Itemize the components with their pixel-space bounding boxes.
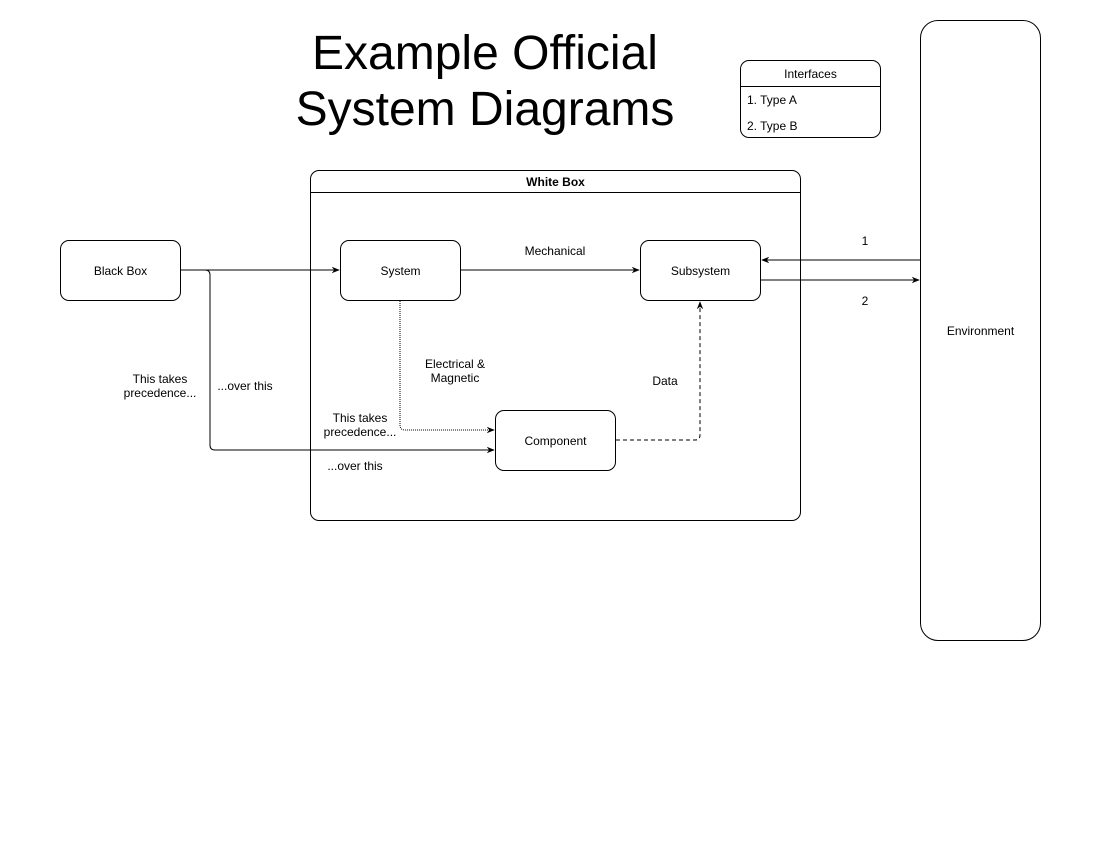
edge-data[interactable] [616, 301, 704, 441]
label-precedence-outer-line-2: precedence... [123, 386, 197, 400]
component-node[interactable]: Component [495, 410, 616, 471]
label-over-outer: ...over this [217, 379, 273, 393]
interfaces-legend-item-type-a: 1. Type A [747, 93, 797, 107]
environment-node[interactable]: Environment [920, 20, 1041, 641]
diagram-title-line-2: System Diagrams [295, 83, 675, 136]
label-electrical-line-2: Magnetic [430, 371, 480, 385]
edge-electrical-magnetic[interactable] [399, 301, 495, 434]
label-data: Data [652, 374, 678, 388]
system-node[interactable]: System [340, 240, 461, 301]
subsystem-node[interactable]: Subsystem [640, 240, 761, 301]
interfaces-legend-title: Interfaces [741, 61, 880, 87]
label-precedence-outer: This takes precedence... [110, 372, 210, 400]
label-electrical-magnetic: Electrical & Magnetic [405, 357, 505, 385]
label-electrical-line-1: Electrical & [424, 357, 486, 371]
label-precedence-outer-line-1: This takes [132, 372, 188, 386]
white-box-header: White Box [311, 171, 800, 193]
label-precedence-inner-line-2: precedence... [323, 425, 397, 439]
diagram-title: Example Official System Diagrams [250, 26, 720, 138]
diagram-title-line-1: Example Official [312, 27, 658, 80]
interfaces-legend-item-type-b: 2. Type B [747, 119, 798, 133]
edge-black-box-to-component[interactable] [181, 269, 495, 454]
label-mechanical: Mechanical [524, 244, 586, 258]
label-precedence-inner-line-1: This takes [332, 411, 388, 425]
black-box-node[interactable]: Black Box [60, 240, 181, 301]
interfaces-legend[interactable]: Interfaces 1. Type A 2. Type B [740, 60, 881, 138]
label-interface-2: 2 [861, 294, 869, 308]
label-precedence-inner: This takes precedence... [310, 411, 410, 439]
label-interface-1: 1 [861, 234, 869, 248]
label-over-inner: ...over this [327, 459, 383, 473]
